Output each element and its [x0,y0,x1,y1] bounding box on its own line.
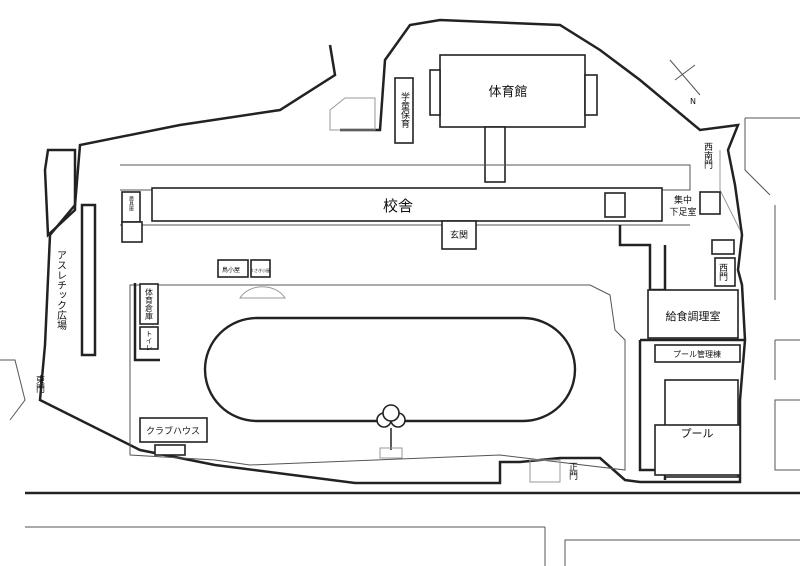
kitchen [647,289,739,339]
compass-icon [669,59,701,96]
entrance-label: 玄関 [450,229,468,241]
west-gate-label: 西門 [717,263,728,282]
pool [654,424,741,476]
rabbit-hut-label: うさぎ小屋 [250,267,270,273]
pool-building-label: プール管理棟 [673,349,721,359]
bird-hut-label: 鳥小屋 [222,266,240,274]
shoe-room-label-2: 下足室 [669,206,696,218]
club-house-label: クラブハウス [146,425,200,437]
roads [0,117,800,566]
shoe-room-label-1: 集中 [674,194,692,206]
east-wall [43,148,77,238]
bird-hut [217,259,249,278]
toilet-label: トイレ [145,330,153,351]
pe-storage-label: 体育倉庫 [145,287,154,321]
southwest-gate-label: 西南門 [702,142,713,170]
entrance [441,220,477,250]
rabbit-hut [250,259,271,278]
pe-storage [139,283,159,325]
east-gate-label: 東門 [34,374,45,394]
main-gate-steps [529,459,561,483]
athletic-plaza-label: アスレチック広場 [55,250,67,331]
gym-label: 体育館 [488,84,527,100]
kitchen-label: 給食調理室 [666,309,721,323]
tree-icon [376,404,406,459]
gym [439,54,586,128]
pool-building [654,344,741,363]
tool-storage-label: 農具庫 [128,195,134,212]
afterschool-building [394,77,414,144]
compass-label: N [690,97,696,106]
toilet [139,326,159,350]
club-house [139,417,208,443]
school-building [151,187,663,222]
school-building-label: 校舎 [383,197,413,215]
pool-label: プール [681,427,714,440]
athletic-wall [80,203,97,357]
school-boundary [38,18,747,485]
main-gate-label: 正門 [567,462,578,481]
afterschool-label: 学童保育 [399,91,410,129]
